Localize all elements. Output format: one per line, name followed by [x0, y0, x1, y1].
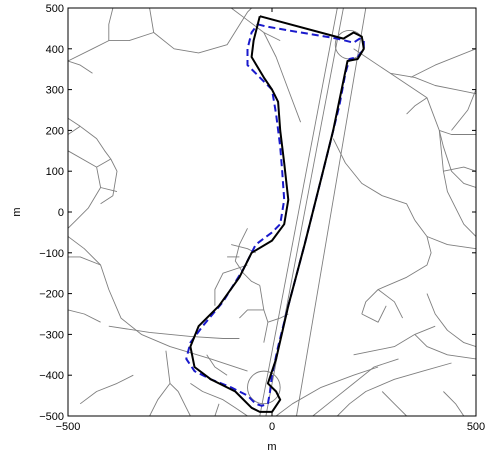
y-tick-label: −200 [39, 289, 64, 301]
road-segment-11 [68, 60, 93, 74]
road-segment-35 [312, 358, 399, 416]
plot-frame [67, 7, 477, 417]
road-segment-24 [234, 228, 260, 286]
road-segment-36 [336, 362, 452, 416]
plot-area [68, 8, 476, 416]
road-segment-39 [381, 391, 407, 416]
road-segment-49 [230, 8, 281, 42]
road-network [68, 8, 476, 416]
road-segment-16 [443, 166, 476, 172]
road-segment-19 [438, 130, 476, 188]
road-segment-10 [296, 8, 367, 416]
road-segment-5 [100, 187, 118, 193]
road-segment-47 [79, 374, 134, 405]
road-segment-6 [68, 117, 112, 160]
road-segment-37 [353, 325, 436, 356]
road-segment-52 [332, 138, 416, 221]
road-segment-26 [214, 264, 248, 306]
road-segment-13 [390, 72, 476, 95]
reference-path-line [189, 15, 365, 413]
y-tick-label: 300 [46, 85, 64, 97]
road-segment-41 [443, 391, 465, 416]
road-segment-42 [361, 305, 387, 323]
road-segment-44 [406, 97, 428, 115]
y-tick-label: −300 [39, 329, 64, 341]
road-segment-8 [259, 8, 338, 416]
x-tick-label: 0 [269, 421, 275, 433]
y-tick-label: 400 [46, 44, 64, 56]
road-segment-48 [206, 354, 228, 376]
road-segment-18 [361, 219, 432, 315]
estimated-path-line [185, 23, 365, 407]
y-tick-label: 500 [46, 3, 64, 15]
y-tick-label: 200 [46, 125, 64, 137]
road-segment-38 [414, 334, 476, 360]
road-segment-31 [190, 383, 248, 416]
road-segment-20 [426, 236, 476, 250]
y-axis-label: m [11, 207, 23, 216]
road-segment-45 [165, 350, 179, 392]
road-segment-32 [177, 391, 191, 416]
x-axis-ticks: −500 0 500 [56, 8, 485, 433]
y-axis-ticks: −500 −400 −300 −200 −100 0 100 200 300 400 500 [39, 3, 476, 423]
road-segment-50 [263, 32, 302, 123]
road-segment-33 [214, 403, 220, 416]
road-segment-34 [275, 366, 379, 416]
road-segment-1 [68, 32, 154, 62]
y-tick-label: −100 [39, 248, 64, 260]
trajectories [185, 15, 365, 413]
road-segment-43 [377, 289, 404, 319]
road-segment-40 [426, 293, 476, 348]
road-segment-4 [96, 158, 118, 205]
road-segment-14 [410, 48, 476, 78]
roundabout-1 [247, 370, 281, 405]
road-segment-17 [451, 89, 476, 131]
y-tick-label: 100 [46, 166, 64, 178]
road-segment-15 [439, 129, 476, 135]
y-tick-label: −500 [39, 411, 64, 423]
road-segment-46 [149, 383, 171, 416]
road-segment-7 [68, 125, 81, 135]
road-segment-2 [108, 8, 114, 41]
road-segment-0 [149, 8, 252, 54]
road-segment-23 [108, 325, 240, 339]
road-segment-51 [68, 309, 101, 323]
roundabouts [247, 29, 365, 405]
y-tick-label: 0 [58, 207, 64, 219]
x-tick-label: −500 [56, 421, 81, 433]
x-axis-label: m [267, 441, 276, 453]
road-segment-21 [68, 236, 248, 372]
road-segment-29 [239, 309, 264, 319]
x-tick-label: 500 [467, 421, 485, 433]
y-tick-label: −400 [39, 370, 64, 382]
road-segment-12 [353, 48, 476, 237]
road-segment-28 [259, 285, 269, 343]
road-segment-3 [68, 150, 102, 229]
road-segment-22 [68, 256, 101, 266]
